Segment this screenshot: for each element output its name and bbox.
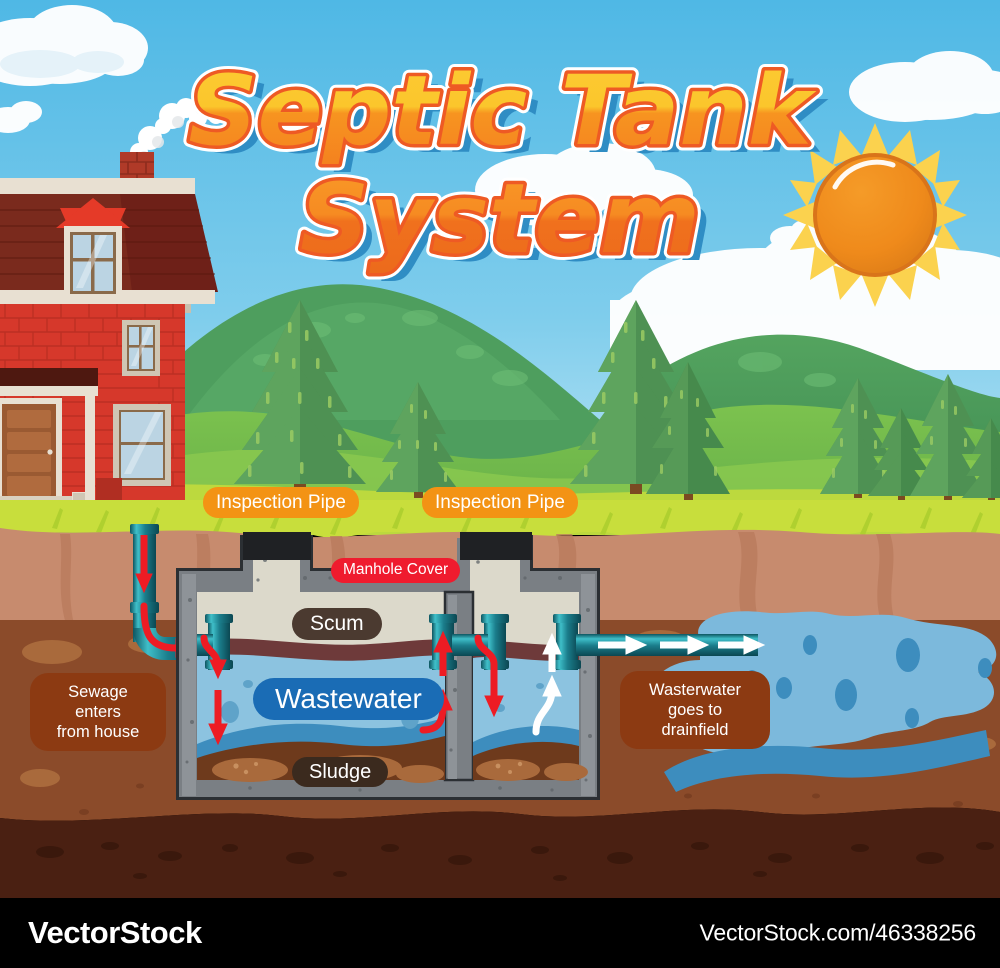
trees-layer	[234, 300, 1000, 500]
vectorstock-logo: VectorStock	[28, 915, 202, 950]
label-wastewater: Wastewater	[253, 678, 444, 721]
label-sewage-enters-from-house: Sewage enters from house	[30, 673, 166, 752]
tank-layer	[130, 524, 766, 800]
illustration-scene: Septic Tank Septic Tank Septic Tank Sept…	[0, 0, 1000, 898]
house-layer	[0, 85, 239, 504]
flow-arrows-red	[200, 630, 504, 746]
porch-post	[85, 396, 95, 502]
drainfield-water-dark-band	[664, 730, 990, 792]
cloud-top-right	[849, 51, 1000, 122]
tree-cluster-a	[820, 378, 896, 498]
tree-large-left	[234, 300, 366, 494]
label-sludge: Sludge	[292, 757, 389, 788]
label-scum: Scum	[292, 608, 382, 640]
sun-icon	[783, 123, 967, 307]
tree-large-center-right	[570, 300, 702, 494]
cloud-top-left	[0, 5, 148, 86]
cloud-small-left	[0, 101, 42, 133]
manhole-cover-left	[243, 532, 311, 560]
label-wastewater-goes-to-drainfield: Wasterwater goes to drainfield	[620, 671, 770, 750]
water-darkband-left	[197, 718, 445, 766]
soil-specks-deep	[36, 842, 994, 881]
tank-wall-highlights	[182, 574, 595, 796]
house-window-upper	[122, 320, 160, 376]
tree-medium-right	[646, 362, 730, 500]
house-window-lower	[113, 404, 171, 486]
vectorstock-url: VectorStock.com/46338256	[699, 919, 977, 946]
label-inspection-pipe-right: Inspection Pipe	[422, 487, 578, 519]
sun-highlight	[832, 159, 896, 190]
manhole-cover-right	[460, 532, 532, 560]
footer-bar: VectorStock VectorStock.com/46338256	[0, 898, 1000, 968]
tree-cluster-b	[868, 408, 934, 500]
soil-deep	[0, 807, 1000, 898]
tree-cluster-right	[820, 374, 1000, 500]
roof-ridge	[0, 178, 195, 194]
sludge-specks-right	[495, 761, 523, 774]
house-door	[0, 398, 62, 502]
cloud-bank-left	[475, 143, 693, 226]
sludge-rocks-right	[476, 759, 588, 781]
label-inspection-pipe-left: Inspection Pipe	[203, 487, 359, 519]
tree-cluster-d	[962, 418, 1000, 500]
label-manhole-cover: Manhole Cover	[331, 558, 461, 583]
porch-awning	[0, 368, 98, 390]
sun-disc	[817, 157, 933, 273]
chimney-smoke	[130, 85, 239, 161]
tree-medium-center	[376, 382, 460, 498]
flow-arrows-white	[532, 632, 766, 736]
tree-cluster-c	[910, 374, 986, 500]
sun-rays	[783, 123, 967, 307]
tee-pipe-outlet	[553, 614, 602, 670]
